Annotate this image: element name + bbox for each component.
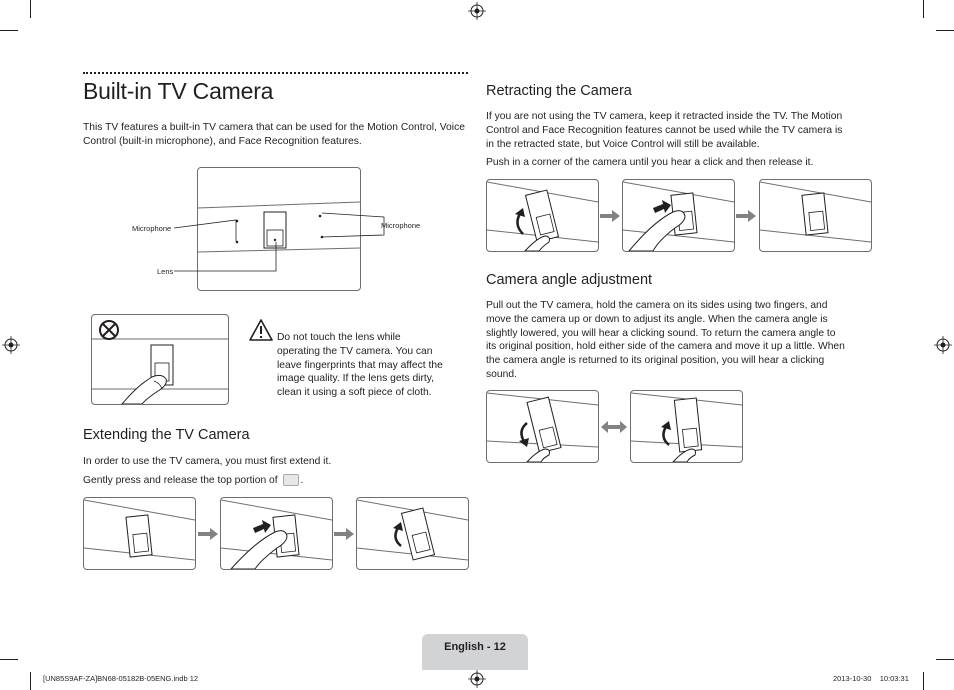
camera-top-icon [282, 474, 299, 487]
retracting-line: If you are not using the TV camera, keep… [486, 111, 843, 122]
title-rule [83, 72, 468, 74]
do-not-touch-illustration [91, 314, 229, 405]
crop-mark [30, 672, 31, 690]
angle-text: Pull out the TV camera, hold the camera … [486, 299, 876, 382]
angle-up-illustration [630, 390, 743, 463]
extend-step-3 [356, 497, 469, 570]
warning-line: image quality. If the lens gets dirty, [277, 373, 435, 385]
step-arrow-icon [736, 210, 756, 222]
caution-icon [249, 319, 273, 341]
camera-diagram [197, 167, 361, 291]
warning-line: operating the TV camera. You can [277, 345, 433, 357]
warning-line: clean it using a soft piece of cloth. [277, 387, 432, 399]
warning-line: leave fingerprints that may affect the [277, 359, 443, 371]
crop-mark [923, 0, 924, 18]
lens-label: Lens [157, 267, 174, 276]
retracting-line: Control and Face Recognition features ca… [486, 124, 843, 136]
extend-step-2 [220, 497, 333, 570]
page-number-tab: English - 12 [422, 634, 528, 670]
crop-mark [0, 30, 18, 31]
angle-line: its original position, hold either side … [486, 341, 845, 353]
crop-mark [923, 672, 924, 690]
angle-line: sound. [486, 368, 517, 380]
retracting-text: If you are not using the TV camera, keep… [486, 110, 876, 170]
extending-text-2-start: Gently press and release the top portion… [83, 475, 278, 486]
microphone-label-left: Microphone [132, 224, 172, 233]
warning-text: Do not touch the lens while operating th… [277, 331, 462, 400]
diagram-callout-lines [173, 212, 385, 272]
retract-step-1 [486, 179, 599, 252]
angle-heading: Camera angle adjustment [486, 272, 653, 288]
extend-step-1 [83, 497, 196, 570]
step-arrow-icon [600, 210, 620, 222]
registration-mark-icon [468, 670, 486, 688]
file-info: [UN85S9AF-ZA]BN68-05182B-05ENG.indb 12 [43, 674, 199, 683]
crop-mark [936, 659, 954, 660]
intro-text: This TV features a built-in TV camera th… [83, 122, 465, 147]
extending-text-2-end: . [300, 475, 304, 486]
registration-mark-icon [934, 336, 952, 354]
angle-line: slightly lowered, you will hear a clicki… [486, 327, 836, 339]
page-title: Built-in TV Camera [83, 78, 274, 104]
retracting-line: Push in a corner of the camera until you… [486, 157, 814, 169]
retracting-heading: Retracting the Camera [486, 83, 632, 99]
retract-step-2 [622, 179, 735, 252]
timestamp: 2013-10-30 10:03:31 [833, 674, 909, 683]
extending-heading: Extending the TV Camera [83, 427, 250, 443]
step-arrow-icon [334, 528, 354, 540]
crop-mark [0, 659, 18, 660]
angle-down-illustration [486, 390, 599, 463]
angle-line: move the camera up or down to adjust its… [486, 313, 828, 325]
registration-mark-icon [2, 336, 20, 354]
crop-mark [936, 30, 954, 31]
retracting-line: in the retracted state, but Voice Contro… [486, 138, 760, 150]
warning-line: Do not touch the lens while [277, 332, 401, 343]
registration-mark-icon [468, 2, 486, 20]
angle-line: Pull out the TV camera, hold the camera … [486, 300, 828, 311]
step-arrow-icon [198, 528, 218, 540]
retract-step-3 [759, 179, 872, 252]
extending-text-1: In order to use the TV camera, you must … [83, 456, 332, 467]
angle-line: the camera angle is returned to its orig… [486, 355, 825, 367]
extending-text-2: Gently press and release the top portion… [83, 474, 303, 488]
microphone-label-right: Microphone [381, 221, 421, 230]
double-arrow-icon [601, 421, 627, 433]
crop-mark [30, 0, 31, 18]
